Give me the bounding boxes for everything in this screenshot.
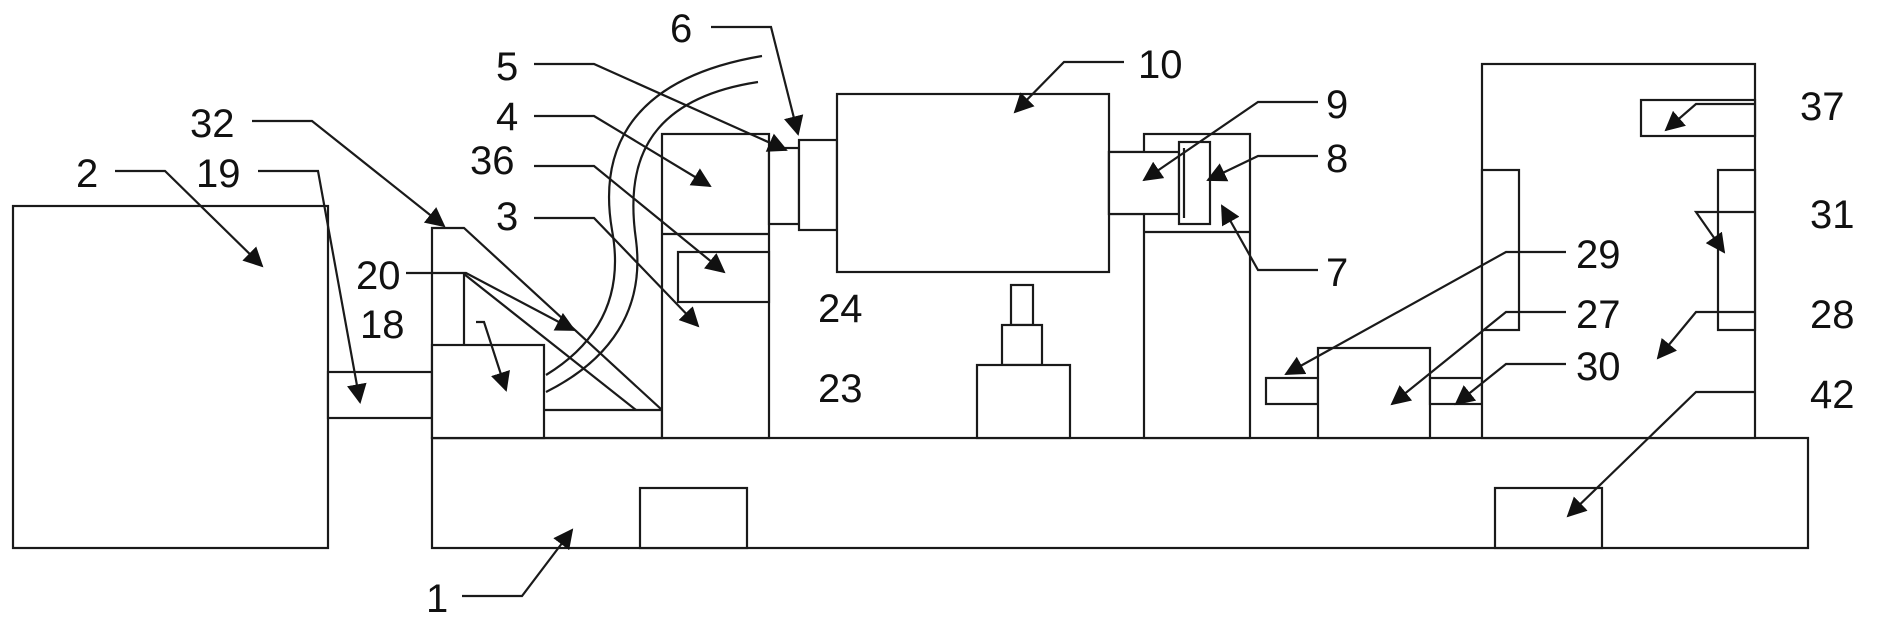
part-6-coupling: [797, 138, 839, 232]
label-27: 27: [1576, 293, 1621, 337]
part-10-motor: [835, 92, 1111, 274]
label-37: 37: [1800, 85, 1845, 129]
part-36-slot: [676, 250, 771, 304]
leader-20: [406, 271, 576, 331]
label-29: 29: [1576, 233, 1621, 277]
label-18: 18: [360, 303, 405, 347]
leader-28: [1656, 310, 1756, 360]
label-2: 2: [76, 152, 98, 196]
leader-30: [1454, 362, 1566, 406]
leader-7: [1221, 204, 1318, 272]
label-31: 31: [1810, 193, 1855, 237]
label-6: 6: [670, 7, 692, 51]
part-30-pin: [1428, 376, 1484, 406]
part-9-shaft-overlay: [1107, 150, 1181, 216]
leader-1: [462, 528, 574, 598]
label-32: 32: [190, 102, 235, 146]
label-24: 24: [818, 287, 863, 331]
leader-6: [711, 25, 804, 136]
leader-32: [252, 119, 446, 228]
label-28: 28: [1810, 293, 1855, 337]
frame-inner-diagonal: [463, 273, 637, 411]
part-42-window: [1493, 486, 1604, 550]
leader-19: [258, 169, 367, 404]
label-42: 42: [1810, 373, 1855, 417]
leader-27: [1390, 310, 1566, 406]
label-30: 30: [1576, 345, 1621, 389]
label-19: 19: [196, 152, 241, 196]
part-6-flange: [767, 146, 801, 226]
part-27-block: [1316, 346, 1432, 440]
hose-inner: [545, 80, 759, 393]
leader-3: [534, 216, 700, 328]
housing-left-slot: [1480, 168, 1521, 332]
label-36: 36: [470, 139, 515, 183]
base-window-left: [638, 486, 749, 550]
leader-5: [534, 62, 788, 152]
label-1: 1: [426, 577, 448, 621]
label-7: 7: [1326, 251, 1348, 295]
leader-10: [1013, 60, 1124, 114]
leader-18: [476, 320, 510, 392]
label-23: 23: [818, 367, 863, 411]
label-8: 8: [1326, 137, 1348, 181]
label-5: 5: [496, 45, 518, 89]
leader-42: [1566, 390, 1756, 518]
part-37-slot: [1639, 98, 1757, 138]
part-23-block: [975, 363, 1072, 440]
part-24-stem: [1009, 283, 1035, 327]
leader-29: [1284, 250, 1566, 375]
leader-9: [1142, 100, 1318, 182]
label-3: 3: [496, 195, 518, 239]
label-20: 20: [356, 254, 401, 298]
hose-outer: [545, 54, 763, 376]
leader-31: [1693, 210, 1756, 254]
part-19-connector: [326, 370, 434, 420]
part-29-pin: [1264, 376, 1320, 406]
label-10: 10: [1138, 43, 1183, 87]
leader-2: [115, 169, 264, 268]
part-24-collar: [1000, 323, 1044, 367]
part-18-block: [430, 343, 546, 440]
label-9: 9: [1326, 83, 1348, 127]
leader-36: [534, 164, 726, 274]
leader-8: [1206, 154, 1318, 182]
leader-37: [1664, 102, 1756, 132]
part-2-cabinet: [11, 204, 330, 550]
leader-4: [534, 114, 712, 188]
label-4: 4: [496, 95, 518, 139]
